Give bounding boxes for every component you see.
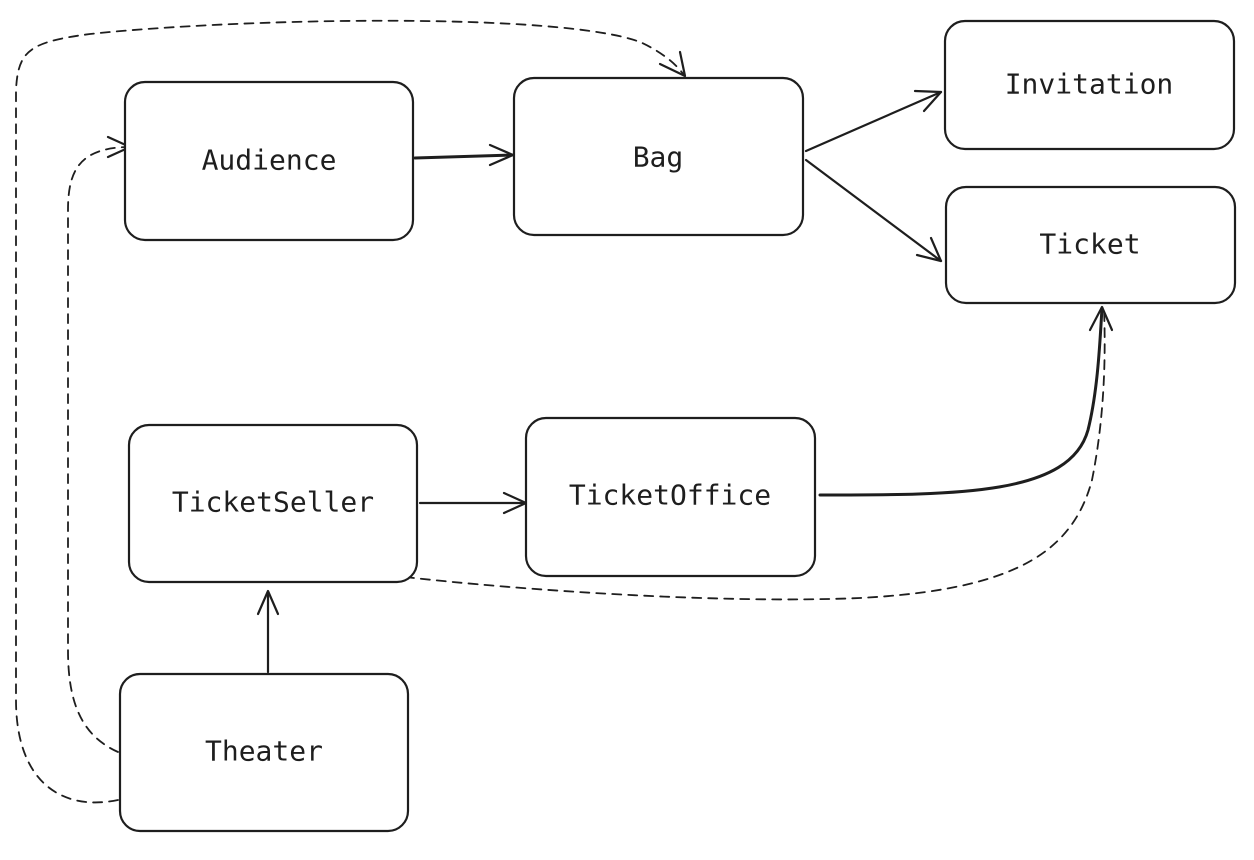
edge-ticketseller-to-ticket-dashed — [404, 308, 1106, 601]
node-bag-label: Bag — [633, 141, 684, 174]
edge-theater-to-ticketseller — [256, 589, 280, 674]
node-ticketseller[interactable]: TicketSeller — [127, 423, 419, 584]
edge-ticketseller-to-ticketoffice — [418, 491, 528, 515]
node-ticket-label: Ticket — [1039, 228, 1140, 261]
edge-bag-to-invitation — [804, 89, 943, 153]
node-ticket[interactable]: Ticket — [944, 185, 1237, 305]
edge-audience-to-bag — [413, 143, 515, 167]
edge-theater-to-bag-dashed — [15, 19, 687, 804]
node-invitation[interactable]: Invitation — [943, 19, 1236, 151]
node-bag[interactable]: Bag — [512, 76, 805, 237]
edge-ticketoffice-to-ticket — [818, 305, 1114, 497]
node-ticketoffice-label: TicketOffice — [569, 479, 771, 512]
node-audience-label: Audience — [202, 144, 337, 177]
node-audience[interactable]: Audience — [123, 80, 415, 242]
edge-theater-to-audience-dashed — [67, 135, 132, 753]
node-theater-label: Theater — [205, 735, 323, 768]
node-theater[interactable]: Theater — [118, 672, 410, 833]
edge-bag-to-ticket — [804, 158, 943, 263]
node-ticketseller-label: TicketSeller — [172, 486, 374, 519]
node-ticketoffice[interactable]: TicketOffice — [524, 416, 817, 578]
node-invitation-label: Invitation — [1005, 68, 1174, 101]
